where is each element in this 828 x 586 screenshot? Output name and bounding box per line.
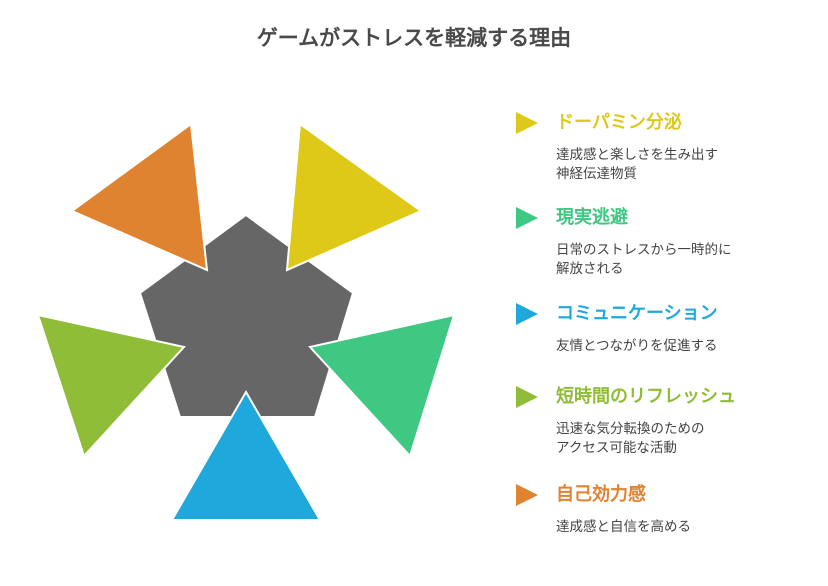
item-heading: 自己効力感 <box>556 484 646 505</box>
triangle-dopamine <box>285 122 424 272</box>
triangle-marker-icon <box>516 207 538 229</box>
item-description: 達成感と楽しさを生み出す 神経伝達物質 <box>556 147 718 182</box>
triangle-marker-icon <box>516 386 538 408</box>
item-description: 日常のストレスから一時的に 解放される <box>556 242 732 277</box>
diagram-title: ゲームがストレスを軽減する理由 <box>256 26 572 50</box>
item-heading: 短時間のリフレッシュ <box>556 386 736 407</box>
triangle-self-efficacy <box>70 122 209 272</box>
triangle-communication <box>170 390 322 521</box>
triangle-marker-icon <box>516 484 538 506</box>
item-description: 達成感と自信を高める <box>556 519 691 535</box>
triangle-marker-icon <box>516 303 538 325</box>
item-description: 友情とつながりを促進する <box>556 338 718 354</box>
item-heading: 現実逃避 <box>556 207 628 228</box>
triangle-refresh <box>36 313 186 458</box>
triangle-marker-icon <box>516 112 538 134</box>
item-heading: ドーパミン分泌 <box>556 112 682 133</box>
triangle-escape <box>308 313 456 458</box>
item-description: 迅速な気分転換のための アクセス可能な活動 <box>556 421 705 456</box>
item-heading: コミュニケーション <box>556 303 718 324</box>
